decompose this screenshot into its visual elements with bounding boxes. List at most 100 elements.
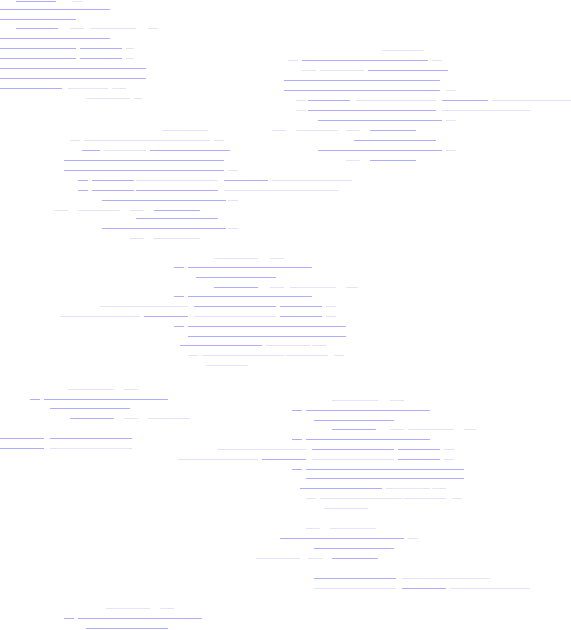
text-line	[130, 238, 144, 239]
hyperlink-text-line[interactable]	[0, 78, 146, 79]
text-line	[312, 459, 394, 460]
hyperlink-text-line[interactable]	[50, 408, 130, 409]
hyperlink-text-line[interactable]	[306, 469, 464, 470]
hyperlink-text-line[interactable]	[332, 558, 378, 559]
text-line	[408, 538, 418, 539]
hyperlink-text-line[interactable]	[144, 316, 188, 317]
text-line	[162, 130, 208, 131]
text-line	[202, 355, 284, 356]
hyperlink-text-line[interactable]	[174, 267, 184, 268]
hyperlink-text-line[interactable]	[78, 180, 88, 181]
hyperlink-text-line[interactable]	[442, 100, 488, 101]
hyperlink-text-line[interactable]	[314, 578, 396, 579]
hyperlink-text-line[interactable]	[0, 9, 110, 10]
hyperlink-text-line[interactable]	[102, 228, 226, 229]
hyperlink-text-line[interactable]	[188, 296, 312, 297]
text-line	[450, 588, 530, 589]
hyperlink-text-line[interactable]	[180, 345, 262, 346]
hyperlink-text-line[interactable]	[214, 287, 258, 288]
hyperlink-text-line[interactable]	[16, 28, 58, 29]
hyperlink-text-line[interactable]	[194, 306, 276, 307]
hyperlink-text-line[interactable]	[80, 58, 122, 59]
text-line	[228, 200, 238, 201]
text-line	[148, 28, 158, 29]
hyperlink-text-line[interactable]	[0, 448, 44, 449]
hyperlink-text-line[interactable]	[92, 180, 134, 181]
hyperlink-text-line[interactable]	[308, 100, 350, 101]
hyperlink-text-line[interactable]	[402, 588, 446, 589]
hyperlink-text-line[interactable]	[50, 438, 132, 439]
hyperlink-text-line[interactable]	[302, 60, 428, 61]
hyperlink-text-line[interactable]	[332, 429, 376, 430]
hyperlink-text-line[interactable]	[174, 296, 184, 297]
hyperlink-text-line[interactable]	[308, 110, 436, 111]
hyperlink-text-line[interactable]	[78, 190, 88, 191]
text-line	[464, 429, 476, 430]
hyperlink-text-line[interactable]	[188, 326, 346, 327]
hyperlink-text-line[interactable]	[368, 70, 448, 71]
hyperlink-text-line[interactable]	[354, 140, 436, 141]
hyperlink-text-line[interactable]	[70, 418, 114, 419]
hyperlink-text-line[interactable]	[0, 48, 76, 49]
hyperlink-text-line[interactable]	[262, 459, 306, 460]
hyperlink-text-line[interactable]	[398, 459, 440, 460]
hyperlink-text-line[interactable]	[224, 180, 268, 181]
hyperlink-text-line[interactable]	[0, 68, 146, 69]
hyperlink-text-line[interactable]	[174, 326, 184, 327]
hyperlink-text-line[interactable]	[78, 618, 202, 619]
hyperlink-text-line[interactable]	[314, 420, 394, 421]
hyperlink-text-line[interactable]	[80, 48, 122, 49]
hyperlink-text-line[interactable]	[30, 399, 40, 400]
hyperlink-text-line[interactable]	[280, 306, 322, 307]
hyperlink-text-line[interactable]	[312, 449, 394, 450]
hyperlink-text-line[interactable]	[306, 410, 430, 411]
text-line	[492, 100, 571, 101]
hyperlink-text-line[interactable]	[0, 438, 44, 439]
hyperlink-text-line[interactable]	[318, 120, 442, 121]
hyperlink-text-line[interactable]	[314, 548, 394, 549]
hyperlink-text-line[interactable]	[136, 190, 218, 191]
hyperlink-text-line[interactable]	[82, 150, 100, 151]
text-line	[104, 150, 146, 151]
hyperlink-text-line[interactable]	[0, 88, 62, 89]
hyperlink-text-line[interactable]	[44, 399, 168, 400]
hyperlink-text-line[interactable]	[136, 218, 218, 219]
hyperlink-text-line[interactable]	[300, 488, 382, 489]
hyperlink-text-line[interactable]	[0, 38, 110, 39]
hyperlink-text-line[interactable]	[86, 628, 168, 629]
hyperlink-text-line[interactable]	[292, 410, 302, 411]
hyperlink-text-line[interactable]	[370, 130, 416, 131]
hyperlink-text-line[interactable]	[188, 336, 346, 337]
hyperlink-text-line[interactable]	[306, 439, 430, 440]
hyperlink-text-line[interactable]	[0, 58, 76, 59]
text-line	[446, 120, 456, 121]
hyperlink-text-line[interactable]	[292, 439, 302, 440]
hyperlink-text-line[interactable]	[370, 160, 416, 161]
hyperlink-text-line[interactable]	[64, 618, 74, 619]
text-line	[296, 130, 338, 131]
hyperlink-text-line[interactable]	[154, 210, 200, 211]
hyperlink-text-line[interactable]	[306, 478, 464, 479]
hyperlink-text-line[interactable]	[64, 170, 224, 171]
hyperlink-text-line[interactable]	[0, 19, 76, 20]
text-line	[296, 100, 306, 101]
text-line	[432, 60, 442, 61]
hyperlink-text-line[interactable]	[398, 449, 440, 450]
text-line	[446, 90, 456, 91]
hyperlink-text-line[interactable]	[188, 267, 312, 268]
hyperlink-text-line[interactable]	[280, 316, 322, 317]
hyperlink-text-line[interactable]	[16, 1, 56, 2]
hyperlink-text-line[interactable]	[150, 150, 230, 151]
hyperlink-text-line[interactable]	[284, 80, 440, 81]
hyperlink-text-line[interactable]	[318, 150, 442, 151]
hyperlink-text-line[interactable]	[280, 538, 404, 539]
hyperlink-text-line[interactable]	[92, 190, 134, 191]
hyperlink-text-line[interactable]	[64, 160, 224, 161]
text-line	[442, 110, 530, 111]
hyperlink-text-line[interactable]	[292, 469, 302, 470]
hyperlink-text-line[interactable]	[196, 277, 276, 278]
hyperlink-text-line[interactable]	[102, 200, 226, 201]
hyperlink-text-line[interactable]	[284, 90, 440, 91]
text-line	[224, 190, 338, 191]
